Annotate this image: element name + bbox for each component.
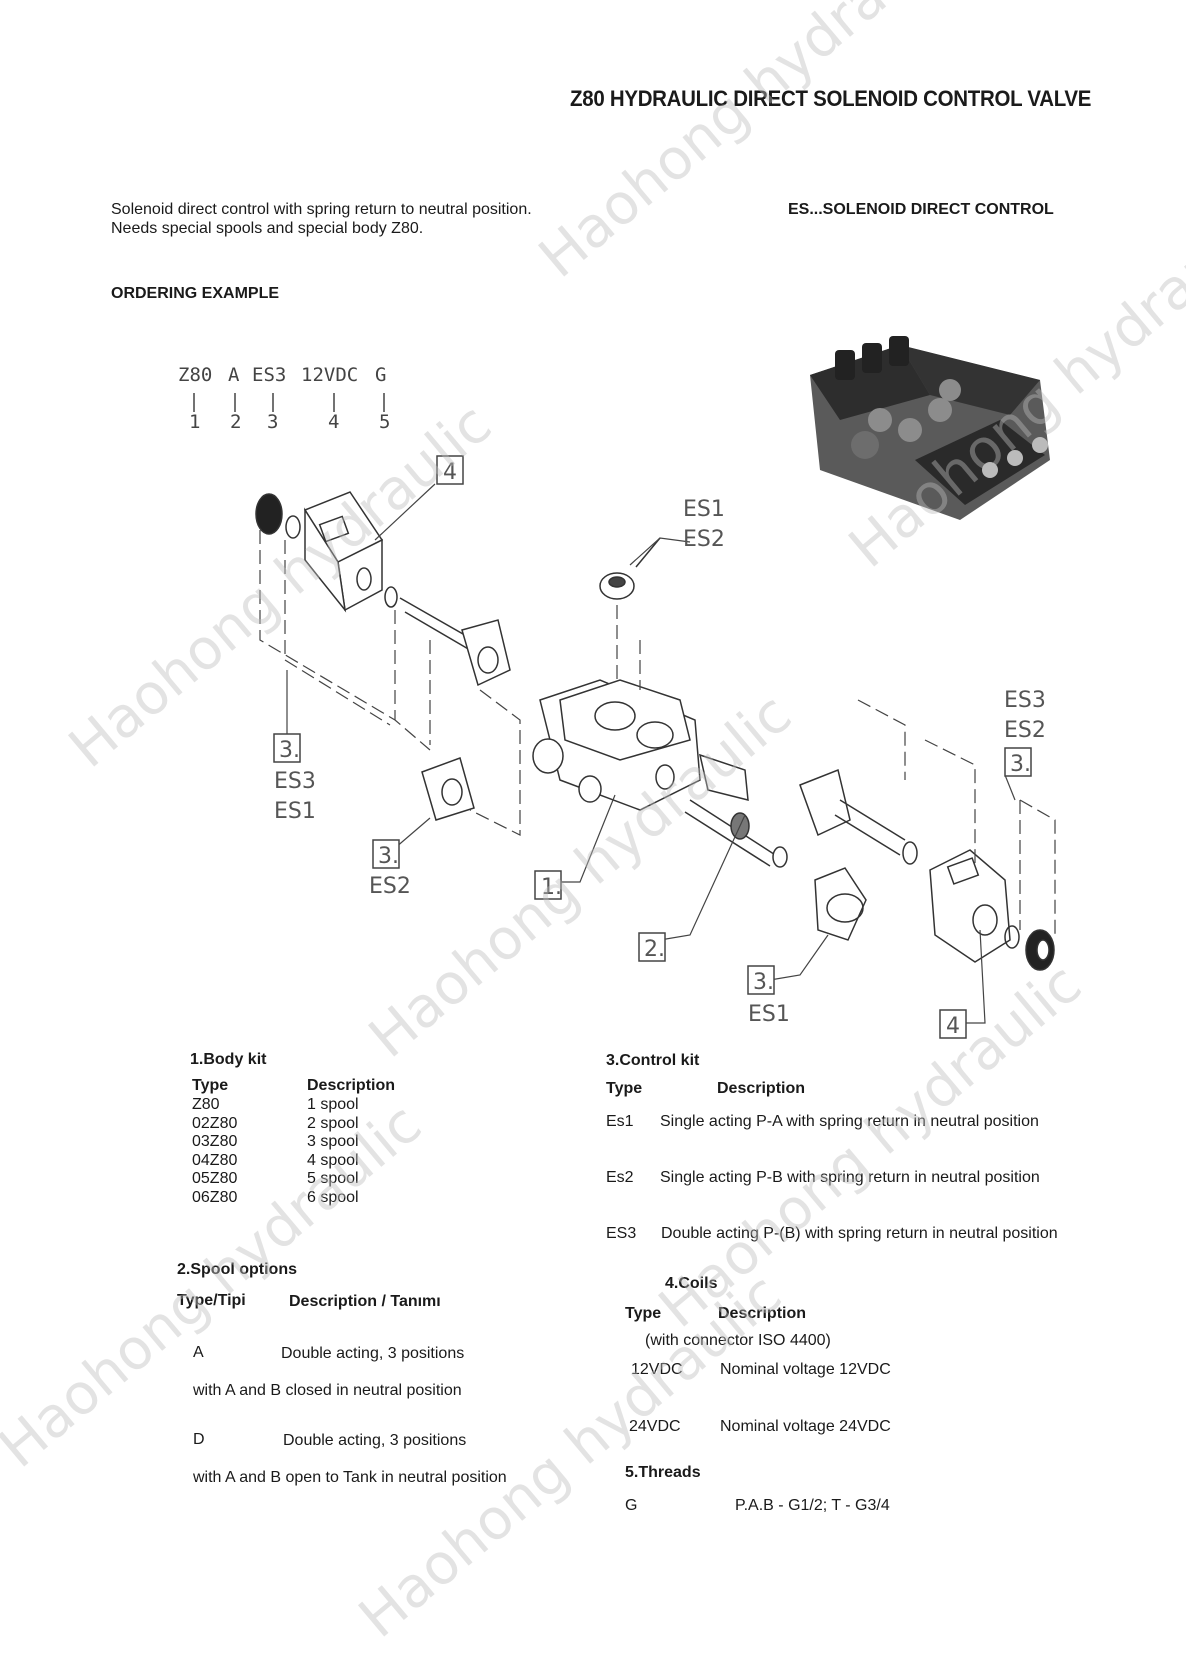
body-kit-desc: 3 spool bbox=[307, 1133, 359, 1150]
callout-es3-right: ES3 bbox=[1004, 688, 1046, 713]
coils-note: (with connector ISO 4400) bbox=[645, 1332, 831, 1349]
coil-12vdc-desc: Nominal voltage 12VDC bbox=[720, 1361, 891, 1378]
order-number-2: 2 bbox=[230, 411, 241, 433]
callout-box-3-mid bbox=[372, 839, 400, 869]
body-kit-col-type: Type bbox=[192, 1077, 229, 1094]
body-kit-type: 05Z80 bbox=[192, 1170, 238, 1187]
callout-2: 2. bbox=[644, 937, 665, 962]
ordering-heading: ORDERING EXAMPLE bbox=[111, 285, 280, 302]
body-kit-heading: 1.Body kit bbox=[190, 1051, 267, 1068]
spool-a-note: with A and B closed in neutral position bbox=[193, 1382, 462, 1399]
coil-24vdc-desc: Nominal voltage 24VDC bbox=[720, 1418, 891, 1435]
order-code-1: Z80 bbox=[178, 364, 212, 386]
exploded-view-diagram: Z80 A ES3 12VDC G 1 2 3 4 5 bbox=[178, 336, 1056, 1039]
spool-col-type: Type/Tipi bbox=[177, 1292, 246, 1309]
callout-3-right: 3. bbox=[1010, 752, 1031, 777]
order-number-1: 1 bbox=[189, 411, 200, 433]
body-kit-descriptions: 1 spool 2 spool 3 spool 4 spool 5 spool … bbox=[307, 1096, 359, 1207]
callout-4-top: 4 bbox=[443, 460, 457, 485]
callout-box-4-top bbox=[436, 455, 464, 485]
spool-col-desc: Description / Tanımı bbox=[289, 1293, 441, 1310]
body-kit-desc: 6 spool bbox=[307, 1188, 359, 1206]
ordering-example: Z80 A ES3 12VDC G 1 2 3 4 5 bbox=[178, 364, 390, 433]
callout-es2-top: ES2 bbox=[683, 527, 725, 552]
spool-options-heading: 2.Spool options bbox=[177, 1261, 297, 1278]
intro-line-2: Needs special spools and special body Z8… bbox=[111, 220, 424, 237]
order-number-4: 4 bbox=[328, 411, 339, 433]
control-kit-heading: 3.Control kit bbox=[606, 1052, 700, 1069]
callout-es1-top: ES1 bbox=[683, 497, 725, 522]
callout-3-mid: 3. bbox=[378, 844, 399, 869]
callout-es1-left: ES1 bbox=[274, 799, 316, 824]
order-code-3: ES3 bbox=[252, 364, 286, 386]
body-kit-desc: 1 spool bbox=[307, 1096, 359, 1113]
body-kit-type: 06Z80 bbox=[192, 1188, 238, 1206]
coils-col-desc: Description bbox=[718, 1305, 807, 1322]
threads-desc: P.A.B - G1/2; T - G3/4 bbox=[735, 1497, 890, 1514]
spool-d-desc: Double acting, 3 positions bbox=[283, 1432, 467, 1449]
body-kit-desc: 4 spool bbox=[307, 1151, 359, 1169]
body-kit-type: 03Z80 bbox=[192, 1133, 238, 1150]
callout-4-bottom: 4 bbox=[946, 1014, 960, 1039]
spool-a-type: A bbox=[193, 1344, 204, 1361]
spool-a-desc: Double acting, 3 positions bbox=[281, 1345, 465, 1362]
callout-es3-left: ES3 bbox=[274, 769, 316, 794]
order-code-4: 12VDC bbox=[301, 364, 358, 386]
body-kit-type: Z80 bbox=[192, 1096, 220, 1113]
coils-col-type: Type bbox=[625, 1305, 662, 1322]
body-kit-type: 02Z80 bbox=[192, 1114, 238, 1132]
callout-es2-mid: ES2 bbox=[369, 874, 411, 899]
callout-es1-bottom: ES1 bbox=[748, 1002, 790, 1027]
threads-heading: 5.Threads bbox=[625, 1464, 701, 1481]
spool-d-type: D bbox=[193, 1431, 205, 1448]
body-kit-col-desc: Description bbox=[307, 1077, 396, 1094]
body-kit-type: 04Z80 bbox=[192, 1151, 238, 1169]
order-number-3: 3 bbox=[267, 411, 278, 433]
control-kit-col-type: Type bbox=[606, 1080, 643, 1097]
assembly-dashed-lines bbox=[259, 530, 1056, 935]
spool-d-note: with A and B open to Tank in neutral pos… bbox=[193, 1469, 507, 1486]
callout-box-1 bbox=[534, 870, 562, 900]
order-code-5: G bbox=[375, 364, 386, 386]
exploded-parts bbox=[255, 491, 1055, 971]
control-es2-type: Es2 bbox=[606, 1169, 634, 1186]
callout-box-2 bbox=[638, 932, 666, 962]
body-kit-types: Z80 02Z80 03Z80 04Z80 05Z80 06Z80 bbox=[192, 1096, 237, 1207]
coils-heading: 4.Coils bbox=[665, 1275, 718, 1292]
body-kit-desc: 5 spool bbox=[307, 1170, 359, 1187]
control-kit-col-desc: Description bbox=[717, 1080, 806, 1097]
callout-es2-right: ES2 bbox=[1004, 718, 1046, 743]
page-title: Z80 HYDRAULIC DIRECT SOLENOID CONTROL VA… bbox=[570, 86, 1092, 111]
control-es1-type: Es1 bbox=[606, 1113, 634, 1130]
order-number-5: 5 bbox=[379, 411, 390, 433]
coil-12vdc-type: 12VDC bbox=[631, 1361, 683, 1378]
callout-box-3-bottom bbox=[747, 965, 775, 995]
control-es3-type: ES3 bbox=[606, 1225, 637, 1242]
control-es3-desc: Double acting P-(B) with spring return i… bbox=[661, 1225, 1058, 1242]
solenoid-heading: ES...SOLENOID DIRECT CONTROL bbox=[788, 201, 1054, 218]
control-es1-desc: Single acting P-A with spring return in … bbox=[660, 1113, 1039, 1130]
intro-line-1: Solenoid direct control with spring retu… bbox=[111, 201, 532, 218]
callout-box-3-right bbox=[1004, 747, 1032, 777]
valve-product-photo bbox=[810, 336, 1050, 520]
coil-24vdc-type: 24VDC bbox=[629, 1418, 681, 1435]
threads-type: G bbox=[625, 1497, 638, 1514]
control-es2-desc: Single acting P-B with spring return in … bbox=[660, 1169, 1040, 1186]
callout-box-4-bottom bbox=[939, 1009, 967, 1039]
body-kit-desc: 2 spool bbox=[307, 1114, 359, 1132]
callout-box-3-left bbox=[273, 733, 301, 763]
callout-3-left: 3. bbox=[279, 738, 300, 763]
callout-1: 1. bbox=[541, 875, 562, 900]
callout-3-bottom: 3. bbox=[753, 970, 774, 995]
order-code-2: A bbox=[228, 364, 240, 386]
